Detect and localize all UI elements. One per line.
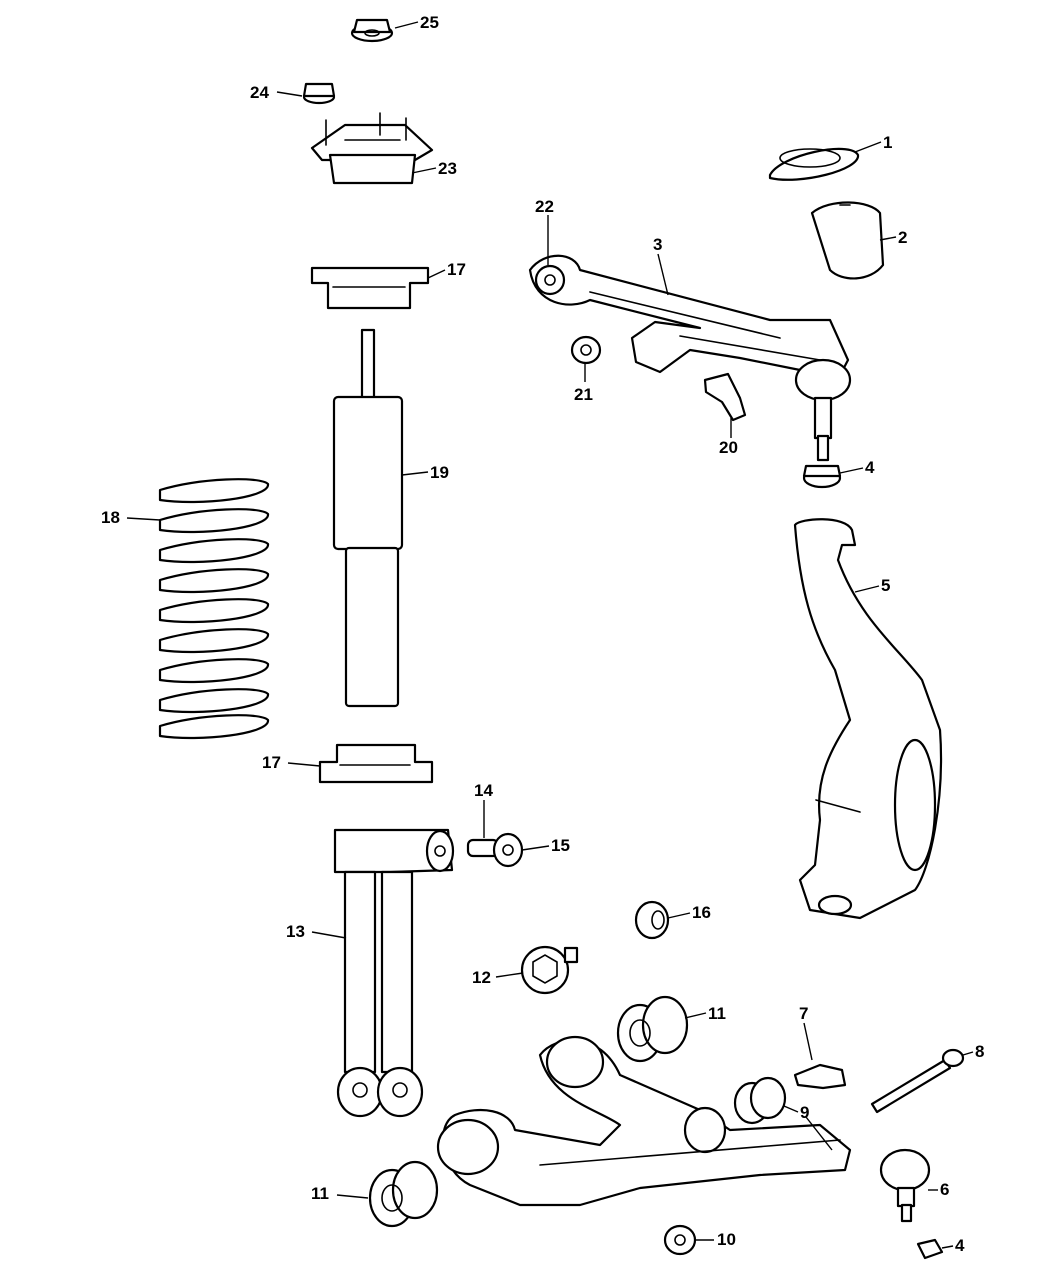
callout-14: 14 bbox=[474, 781, 493, 800]
callout-2: 2 bbox=[898, 228, 907, 247]
part-11-bushing-lower[interactable] bbox=[368, 1160, 439, 1228]
part-21-nut[interactable] bbox=[570, 335, 602, 365]
part-25-flange-nut[interactable] bbox=[350, 18, 394, 43]
part-12-cam-bolt[interactable] bbox=[520, 945, 579, 995]
callout-20: 20 bbox=[719, 438, 738, 457]
part-4-nut-upper[interactable] bbox=[802, 464, 842, 489]
callout-17b: 17 bbox=[262, 753, 281, 772]
callout-21: 21 bbox=[574, 385, 593, 404]
part-9-lower-control-arm[interactable] bbox=[436, 1035, 852, 1207]
part-17-upper-isolator[interactable] bbox=[310, 266, 430, 310]
callout-10: 10 bbox=[717, 1230, 736, 1249]
part-18-coil-spring[interactable] bbox=[158, 478, 270, 740]
callout-4a: 4 bbox=[865, 458, 875, 477]
callout-22: 22 bbox=[535, 197, 554, 216]
callout-7: 7 bbox=[799, 1004, 808, 1023]
part-17-lower-isolator[interactable] bbox=[318, 743, 434, 784]
callout-3: 3 bbox=[653, 235, 662, 254]
part-1-bumper-plate[interactable] bbox=[768, 147, 860, 181]
part-6-ball-joint[interactable] bbox=[879, 1148, 931, 1223]
part-16-bushing[interactable] bbox=[634, 900, 670, 940]
part-9-bushing-small[interactable] bbox=[733, 1076, 787, 1125]
callout-23: 23 bbox=[438, 159, 457, 178]
part-3-upper-control-arm[interactable] bbox=[528, 254, 850, 387]
callout-12: 12 bbox=[472, 968, 491, 987]
upper-ball-joint bbox=[794, 358, 852, 462]
callout-8: 8 bbox=[975, 1042, 984, 1061]
callout-15: 15 bbox=[551, 836, 570, 855]
callout-4b: 4 bbox=[955, 1236, 965, 1255]
callout-24: 24 bbox=[250, 83, 269, 102]
callout-labels: 25 24 23 1 2 22 3 17 21 20 4 19 18 5 17 … bbox=[101, 13, 984, 1255]
part-2-jounce-bumper[interactable] bbox=[810, 201, 885, 280]
part-15-nut[interactable] bbox=[492, 832, 524, 868]
part-10-nut[interactable] bbox=[663, 1224, 697, 1256]
part-22-bushing[interactable] bbox=[534, 264, 566, 296]
callout-17a: 17 bbox=[447, 260, 466, 279]
callout-5: 5 bbox=[881, 576, 890, 595]
part-11-bushing-upper[interactable] bbox=[616, 995, 689, 1063]
callout-18: 18 bbox=[101, 508, 120, 527]
part-24-nut[interactable] bbox=[302, 82, 336, 105]
part-5-steering-knuckle[interactable] bbox=[793, 518, 943, 920]
part-7-sensor[interactable] bbox=[793, 1063, 847, 1090]
callout-13: 13 bbox=[286, 922, 305, 941]
part-4-nut-lower[interactable] bbox=[916, 1238, 944, 1260]
leader-lines bbox=[126, 21, 974, 1249]
part-8-bolt[interactable] bbox=[870, 1048, 965, 1114]
part-19-shock-absorber[interactable] bbox=[332, 328, 404, 708]
part-13-clevis-bracket[interactable] bbox=[333, 828, 455, 1118]
callout-19: 19 bbox=[430, 463, 449, 482]
callout-9: 9 bbox=[800, 1103, 809, 1122]
callout-1: 1 bbox=[883, 133, 892, 152]
callout-6: 6 bbox=[940, 1180, 949, 1199]
part-23-strut-mount[interactable] bbox=[310, 112, 434, 185]
callout-16: 16 bbox=[692, 903, 711, 922]
callout-11b: 11 bbox=[311, 1184, 329, 1203]
part-20-sensor[interactable] bbox=[703, 372, 747, 422]
callout-25: 25 bbox=[420, 13, 439, 32]
callout-11a: 11 bbox=[708, 1004, 726, 1023]
